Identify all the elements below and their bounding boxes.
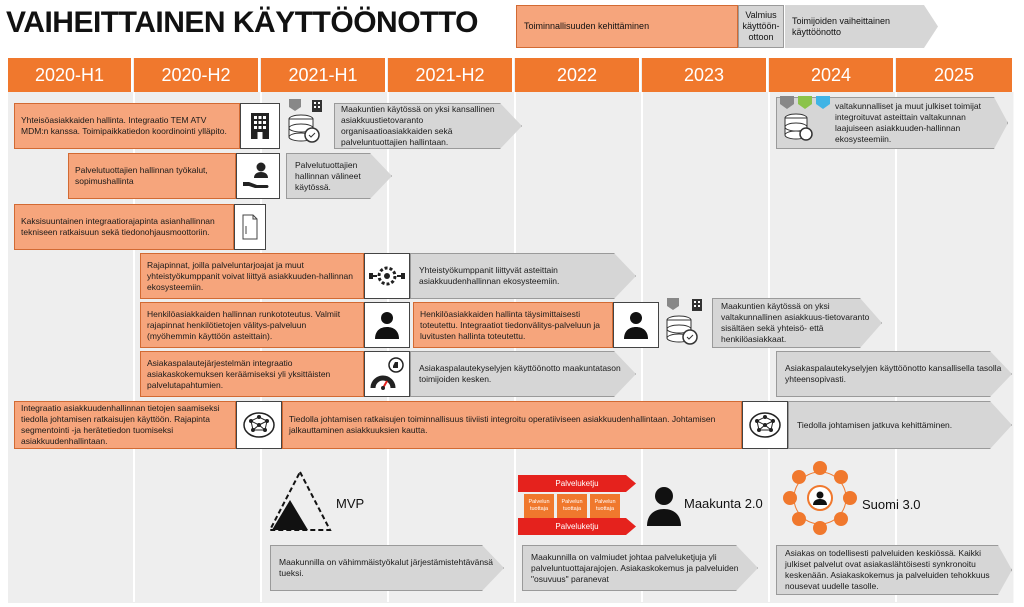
task-yhteisoasiakkaat: Yhteisöasiakkaiden hallinta. Integraatio… <box>14 103 240 149</box>
outcome-palvelutuottajat: Palvelutuottajien hallinnan välineet käy… <box>286 153 392 199</box>
milestone-suomi-label: Suomi 3.0 <box>862 497 921 512</box>
feedback-icon <box>364 351 410 397</box>
task-asiakaspalaute: Asiakaspalautejärjestelmän integraatio a… <box>140 351 364 397</box>
column-header-2022: 2022 <box>515 58 641 92</box>
outcome-asiakaspalaute-maakunta: Asiakaspalautekyselyjen käyttöönotto maa… <box>410 351 636 397</box>
task-integraatiorajapinta: Kaksisuuntainen integraatiorajapinta asi… <box>14 204 234 250</box>
document-icon <box>234 204 266 250</box>
brain-network-icon <box>742 401 788 449</box>
coat-of-arms-icon <box>778 94 834 146</box>
task-asiakaspalaute-text: Asiakaspalautejärjestelmän integraatio a… <box>147 357 331 390</box>
building-icon <box>240 103 280 149</box>
network-circle-icon <box>782 460 858 536</box>
legend-readiness: Valmius käyttöön-ottoon <box>738 5 784 48</box>
task-palvelutuottajat-text: Palvelutuottajien hallinnan työkalut, so… <box>75 165 208 186</box>
palveluketju-arrow: Palveluketju <box>518 518 636 535</box>
legend-rollout: Toimijoiden vaiheittainen käyttöönotto <box>785 5 938 48</box>
milestone-suomi-text: Asiakas on todellisesti palveluiden kesk… <box>776 545 1012 595</box>
outcome-palvelutuottajat-text: Palvelutuottajien hallinnan välineet käy… <box>295 159 361 192</box>
task-tiedolla-johtaminen-integraatio: Integraatio asiakkuudenhallinnan tietoje… <box>14 401 236 449</box>
palveluketju-label: Palveluketju <box>555 479 599 488</box>
database-icon <box>664 296 712 350</box>
task-palvelutuottajat: Palvelutuottajien hallinnan työkalut, so… <box>68 153 236 199</box>
column-header-2021-h2: 2021-H2 <box>388 58 514 92</box>
brain-network-icon <box>236 401 282 449</box>
task-henkiloasiakkaat-taysimittainen: Henkilöasiakkaiden hallinta täysimittais… <box>413 302 613 348</box>
outcome-valtakunnallinen-tietovaranto-text: Maakuntien käytössä on yksi valtakunnall… <box>721 301 870 344</box>
page-title: VAIHEITTAINEN KÄYTTÖÖNOTTO <box>6 6 479 39</box>
outcome-tiedolla-johtaminen-jatkuva-text: Tiedolla johtamisen jatkuva kehittäminen… <box>797 419 953 430</box>
legend-development-label: Toiminnallisuuden kehittäminen <box>524 21 650 31</box>
task-henkiloasiakkaat-taysimittainen-text: Henkilöasiakkaiden hallinta täysimittais… <box>420 308 601 341</box>
legend-development: Toiminnallisuuden kehittäminen <box>516 5 738 48</box>
milestone-mvp-text: Maakunnilla on vähimmäistyökalut järjest… <box>270 545 504 591</box>
column-header-2024: 2024 <box>769 58 895 92</box>
column-header-2023: 2023 <box>642 58 768 92</box>
legend-rollout-label: Toimijoiden vaiheittainen käyttöönotto <box>792 15 891 37</box>
palvelun-tuottaja-box: Palvelun tuottaja <box>557 494 587 518</box>
task-rajapinnat-text: Rajapinnat, joilla palveluntarjoajat ja … <box>147 259 354 292</box>
task-yhteisoasiakkaat-text: Yhteisöasiakkaiden hallinta. Integraatio… <box>21 115 227 136</box>
palvelun-tuottaja-box: Palvelun tuottaja <box>590 494 620 518</box>
hand-person-icon <box>236 153 280 199</box>
task-henkiloasiakkaat-runko: Henkilöasiakkaiden hallinnan runkototeut… <box>140 302 364 348</box>
outcome-asiakaspalaute-kansallinen-text: Asiakaspalautekyselyjen käyttöönotto kan… <box>785 363 1002 384</box>
milestone-suomi-desc: Asiakas on todellisesti palveluiden kesk… <box>785 548 990 591</box>
palvelun-tuottaja-box: Palvelun tuottaja <box>524 494 554 518</box>
milestone-maakunta-desc: Maakunnilla on valmiudet johtaa palveluk… <box>531 551 739 584</box>
task-tiedolla-johtaminen-toiminnallisuus-text: Tiedolla johtamisen ratkaisujen toiminna… <box>289 414 716 435</box>
outcome-yhteistyokumppanit-text: Yhteistyökumppanit liittyvät asteittain … <box>419 265 560 286</box>
column-header-2021-h1: 2021-H1 <box>261 58 387 92</box>
person-icon <box>645 485 683 527</box>
database-icon <box>286 97 332 149</box>
palveluketju-label: Palveluketju <box>555 522 599 531</box>
gear-network-icon <box>364 253 410 299</box>
milestone-mvp-label: MVP <box>336 496 365 511</box>
outcome-asiakaspalaute-maakunta-text: Asiakaspalautekyselyjen käyttöönotto maa… <box>419 363 621 384</box>
person-icon <box>364 302 410 348</box>
milestone-mvp-desc: Maakunnilla on vähimmäistyökalut järjest… <box>279 557 494 578</box>
outcome-yhteistyokumppanit: Yhteistyökumppanit liittyvät asteittain … <box>410 253 636 299</box>
milestone-maakunta-label: Maakunta 2.0 <box>684 496 763 511</box>
column-header-2020-h2: 2020-H2 <box>134 58 260 92</box>
column-divider <box>133 92 135 602</box>
outcome-kansallinen-tietovaranto-text: Maakuntien käytössä on yksi kansallinen … <box>341 104 495 147</box>
task-tiedolla-johtaminen-toiminnallisuus: Tiedolla johtamisen ratkaisujen toiminna… <box>282 401 742 449</box>
outcome-asiakaspalaute-kansallinen: Asiakaspalautekyselyjen käyttöönotto kan… <box>776 351 1012 397</box>
outcome-tiedolla-johtaminen-jatkuva: Tiedolla johtamisen jatkuva kehittäminen… <box>788 401 1012 449</box>
column-header-2020-h1: 2020-H1 <box>8 58 133 92</box>
outcome-valtakunnallinen-tietovaranto: Maakuntien käytössä on yksi valtakunnall… <box>712 298 882 348</box>
pyramid-icon <box>268 468 332 532</box>
task-rajapinnat: Rajapinnat, joilla palveluntarjoajat ja … <box>140 253 364 299</box>
legend-readiness-label: Valmius käyttöön-ottoon <box>742 10 780 42</box>
milestone-maakunta-text: Maakunnilla on valmiudet johtaa palveluk… <box>522 545 758 591</box>
task-henkiloasiakkaat-runko-text: Henkilöasiakkaiden hallinnan runkototeut… <box>147 308 341 341</box>
task-integraatiorajapinta-text: Kaksisuuntainen integraatiorajapinta asi… <box>21 216 215 237</box>
outcome-valtakunnallinen-integraatio-text: valtakunnalliset ja muut julkiset toimij… <box>835 101 981 144</box>
column-divider <box>895 92 897 602</box>
outcome-kansallinen-tietovaranto: Maakuntien käytössä on yksi kansallinen … <box>334 103 522 149</box>
outcome-valtakunnallinen-integraatio: valtakunnalliset ja muut julkiset toimij… <box>776 97 1008 149</box>
column-header-2025: 2025 <box>896 58 1014 92</box>
person-icon <box>613 302 659 348</box>
task-tiedolla-johtaminen-integraatio-text: Integraatio asiakkuudenhallinnan tietoje… <box>21 403 220 446</box>
palveluketju-arrow: Palveluketju <box>518 475 636 492</box>
